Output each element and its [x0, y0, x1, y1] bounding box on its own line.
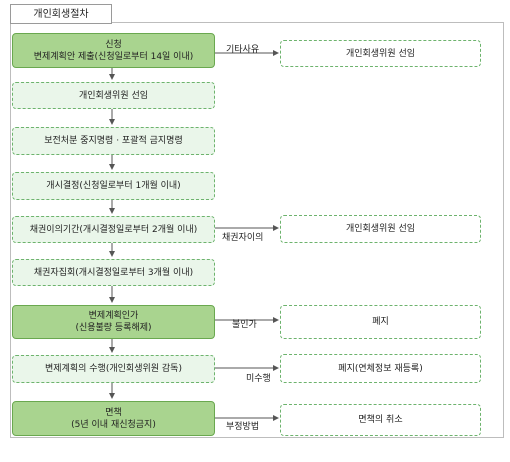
step-commencement-label: 개시결정(신청일로부터 1개월 이내)	[46, 181, 181, 191]
branch-label-fraud: 부정방법	[226, 422, 260, 432]
step-commissioner-label: 개인회생위원 선임	[78, 90, 149, 101]
result-discharge-revoked-label: 면책의 취소	[358, 415, 403, 425]
step-approval: 변제계획인가 (신용불량 등록해제)	[12, 305, 215, 339]
result-commissioner-2: 개인회생위원 선임	[280, 215, 481, 243]
result-commissioner-1-label: 개인회생위원 선임	[345, 48, 416, 59]
step-commissioner: 개인회생위원 선임	[12, 82, 215, 109]
branch-label-non-performance: 미수행	[246, 374, 271, 384]
step-objection-period-label: 채권이의기간(개시결정일로부터 2개월 이내)	[29, 224, 198, 235]
step-apply: 신청 변제계획안 제출(신청일로부터 14일 이내)	[12, 33, 215, 68]
step-creditors-meeting-label: 채권자집회(개시결정일로부터 3개월 이내)	[33, 267, 194, 278]
result-discharge-revoked: 면책의 취소	[280, 404, 481, 436]
step-execution: 변제계획의 수행(개인회생위원 감독)	[12, 355, 215, 383]
step-preservation-label: 보전처분 중지명령 · 포괄적 금지명령	[44, 136, 183, 146]
step-apply-line2: 변제계획안 제출(신청일로부터 14일 이내)	[33, 51, 194, 62]
step-commencement: 개시결정(신청일로부터 1개월 이내)	[12, 172, 215, 200]
step-preservation: 보전처분 중지명령 · 포괄적 금지명령	[12, 127, 215, 155]
step-approval-line2: (신용불량 등록해제)	[75, 323, 152, 333]
step-discharge-line1: 면책	[105, 407, 122, 418]
step-discharge-line2: (5년 이내 재신청금지)	[71, 419, 156, 430]
result-dismissal-reregister-label: 폐지(연체정보 재등록)	[338, 363, 423, 374]
step-creditors-meeting: 채권자집회(개시결정일로부터 3개월 이내)	[12, 259, 215, 286]
step-objection-period: 채권이의기간(개시결정일로부터 2개월 이내)	[12, 216, 215, 243]
step-apply-line1: 신청	[105, 39, 122, 50]
result-commissioner-2-label: 개인회생위원 선임	[345, 224, 416, 234]
result-dismissal-reregister: 폐지(연체정보 재등록)	[280, 354, 481, 383]
branch-label-other-reason: 기타사유	[226, 45, 260, 55]
result-dismissal: 폐지	[280, 305, 481, 339]
step-approval-line1: 변제계획인가	[88, 311, 139, 321]
step-execution-label: 변제계획의 수행(개인회생위원 감독)	[45, 364, 182, 374]
diagram-frame	[10, 22, 504, 438]
branch-label-creditor-objection: 채권자이의	[222, 233, 264, 243]
result-commissioner-1: 개인회생위원 선임	[280, 40, 481, 67]
diagram-title: 개인회생절차	[10, 4, 112, 24]
result-dismissal-label: 폐지	[372, 317, 389, 327]
branch-label-not-approved: 불인가	[232, 320, 257, 330]
step-discharge: 면책 (5년 이내 재신청금지)	[12, 401, 215, 436]
